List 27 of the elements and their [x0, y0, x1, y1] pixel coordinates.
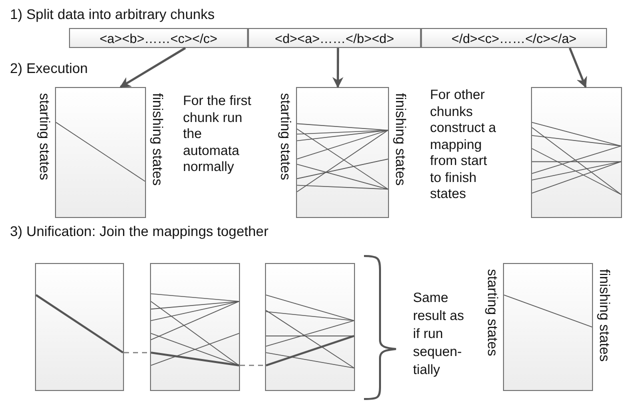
state-box [531, 87, 622, 218]
arrow [120, 47, 186, 88]
state-box [55, 87, 146, 218]
state-box [503, 263, 593, 391]
step-heading: 3) Unification: Join the mappings together [10, 223, 268, 240]
axis-label: finishing states [393, 93, 409, 186]
axis-label: finishing states [597, 269, 613, 362]
axis-label: starting states [37, 93, 53, 180]
dashed-connector [124, 352, 150, 354]
arrow [568, 48, 587, 88]
arrow [332, 48, 344, 88]
state-box [296, 87, 389, 218]
chunk-cell: <a><b>……<c></c> [69, 28, 248, 48]
state-box [265, 263, 355, 391]
step-heading: 1) Split data into arbitrary chunks [10, 6, 215, 22]
state-box [35, 263, 124, 391]
axis-label: finishing states [150, 93, 166, 186]
axis-label: starting states [485, 269, 501, 356]
description-text: Same result as if run sequen- tially [413, 289, 466, 379]
dashed-connector [240, 364, 265, 366]
chunk-cell: </d><c>……</c></a> [421, 28, 607, 48]
description-text: For other chunks construct a mapping from start to finish states [430, 87, 498, 202]
axis-label: starting states [278, 93, 294, 180]
chunk-cell: <d><a>……</b><d> [248, 28, 421, 48]
state-box [150, 263, 240, 391]
step-heading: 2) Execution [10, 60, 88, 76]
description-text: For the first chunk run the automata normally [183, 93, 252, 176]
